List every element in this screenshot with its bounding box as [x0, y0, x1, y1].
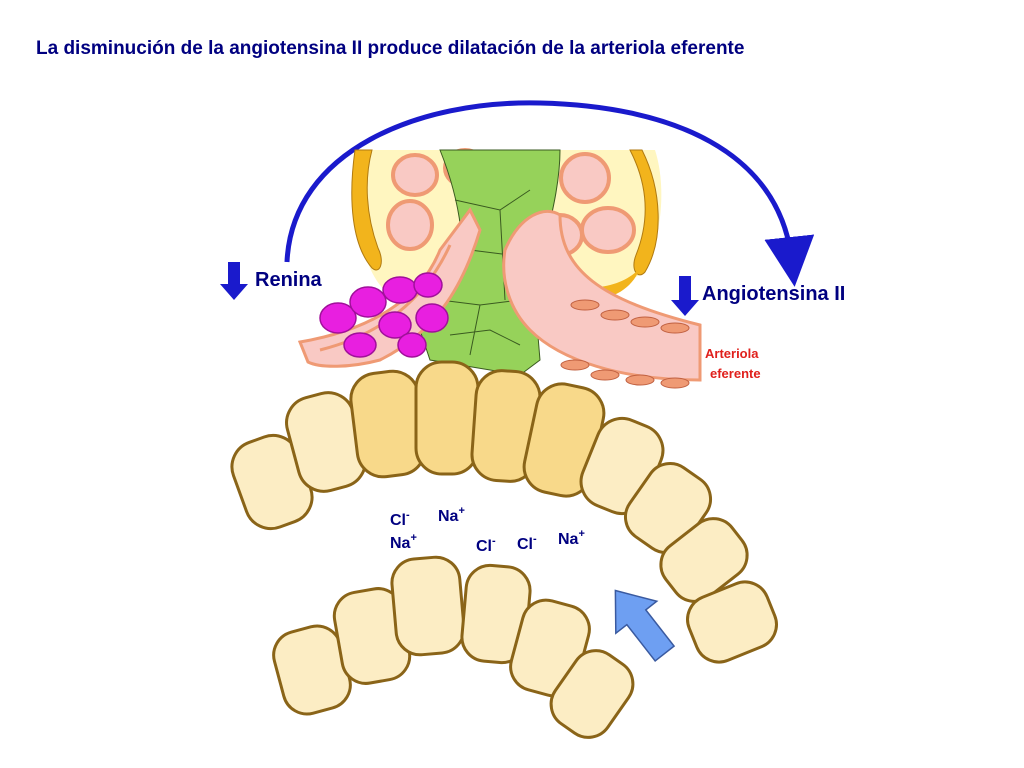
arteriola-label-line1: Arteriola [705, 346, 759, 361]
feedback-arc-arrow [284, 100, 815, 287]
macula-cell [414, 360, 480, 476]
flow-arrow-icon [614, 589, 676, 662]
tubule-cell [659, 517, 749, 603]
tubule-cell [686, 580, 778, 664]
tubule-lower-wall [272, 555, 635, 739]
renin-down-arrow-icon [220, 262, 248, 300]
ion-na-1: Na+ [438, 505, 465, 525]
tubule-cell [390, 555, 466, 657]
tubule-cell [549, 649, 635, 739]
renin-granular-cells [319, 272, 449, 358]
tubule-upper-wall [230, 360, 778, 664]
ion-cl-1: Cl- [390, 509, 410, 529]
ion-cl-2: Cl- [476, 535, 496, 555]
page-title: La disminución de la angiotensina II pro… [36, 38, 745, 59]
ion-na-3: Na+ [558, 528, 585, 548]
arteriola-label-line2: eferente [710, 366, 761, 381]
angiotensina-label: Angiotensina II [702, 283, 845, 305]
ion-cl-3: Cl- [517, 533, 537, 553]
angiotensin-down-arrow-icon [671, 276, 699, 316]
ion-na-2: Na+ [390, 532, 417, 552]
efferent-arteriole [502, 209, 702, 389]
renina-label: Renina [255, 269, 323, 291]
ion-labels: Cl- Na+ Na+ Cl- Cl- Na+ [390, 505, 585, 555]
